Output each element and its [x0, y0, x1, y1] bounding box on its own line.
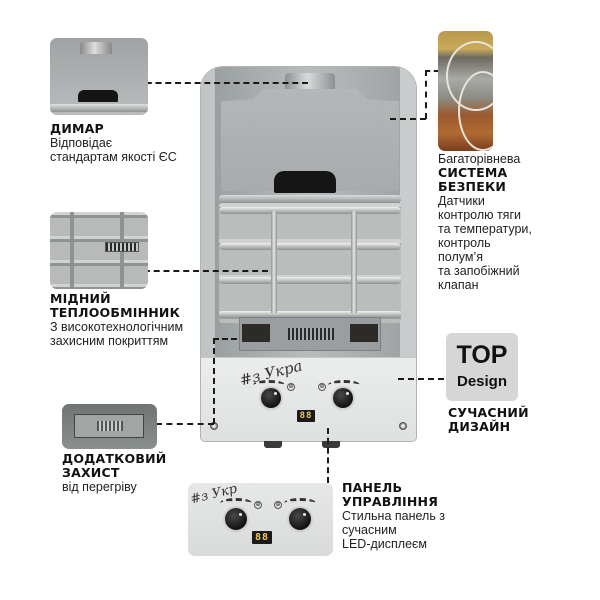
heat-exchanger-title-line: МІДНИЙ — [50, 291, 111, 306]
control-panel-description-line: сучасним — [342, 523, 397, 537]
extra-protection-description-line: від перегріву — [62, 480, 137, 494]
flue-description-line: стандартам якості ЄС — [50, 150, 177, 164]
connector-design — [398, 378, 444, 380]
screw-right-icon — [399, 422, 407, 430]
connector-heat-exchanger — [134, 270, 268, 272]
screw-left-icon — [210, 422, 218, 430]
safety-description-line: Датчики — [438, 194, 485, 208]
design-title-line: СУЧАСНИЙ — [448, 405, 529, 420]
connector-safety-h — [390, 118, 426, 120]
right-knob-indicator-icon: ⊕ — [318, 383, 326, 391]
flue-title: ДИМАР — [50, 121, 104, 136]
connector-flue — [136, 82, 308, 84]
safety-title-line: БЕЗПЕКИ — [438, 179, 507, 194]
control-panel-description-line: LED-дисплеєм — [342, 537, 427, 551]
heat-exchanger-pipe — [219, 243, 401, 250]
safety-title-line: СИСТЕМА — [438, 165, 508, 180]
panel-left-knob-indicator-icon: ⊕ — [254, 501, 262, 509]
heat-exchanger-pipe — [219, 311, 401, 318]
safety-description-line: клапан — [438, 278, 479, 292]
heat-exchanger-feature-label: МІДНИЙ ТЕПЛООБМІННИК З високотехнологічн… — [50, 291, 184, 349]
water-heater-image: #з Укра ⊕ ⊕ 88 — [201, 67, 416, 441]
safety-description-line: та запобіжний — [438, 264, 520, 278]
panel-led-display: 88 — [252, 531, 272, 544]
extra-protection-feature-label: ДОДАТКОВИЙ ЗАХИСТ від перегріву — [62, 451, 167, 495]
burner-cover — [239, 317, 381, 351]
control-panel-feature-label: ПАНЕЛЬ УПРАВЛІННЯ Стильна панель з сучас… — [342, 480, 446, 552]
led-display: 88 — [297, 410, 315, 422]
extra-protection-title-line: ЗАХИСТ — [62, 465, 120, 480]
heater-foot-left — [264, 441, 282, 448]
design-feature-label: СУЧАСНИЙ ДИЗАЙН — [448, 406, 529, 434]
connector-extra-protection-h — [156, 423, 214, 425]
safety-description-line: та температури, — [438, 222, 532, 236]
flue-thumbnail-opening — [78, 90, 118, 102]
heat-exchanger — [219, 203, 401, 323]
panel-right-knob-indicator-icon: ⊕ — [274, 501, 282, 509]
panel-right-knob-scale — [284, 498, 316, 508]
connector-safety-top — [425, 70, 439, 72]
control-panel-thumbnail: #з Укр ⊕ ⊕ 88 — [188, 483, 333, 556]
safety-description-line: контроль — [438, 236, 491, 250]
design-title-line: ДИЗАЙН — [448, 419, 511, 434]
heat-exchanger-pipe — [219, 277, 401, 284]
heater-foot-right — [322, 441, 340, 448]
right-control-knob[interactable] — [333, 388, 353, 408]
safety-feature-label: Багаторівнева СИСТЕМА БЕЗПЕКИ Датчики ко… — [438, 152, 532, 292]
safety-pre-title: Багаторівнева — [438, 152, 521, 166]
top-design-badge-line2: Design — [456, 373, 507, 390]
control-panel-title-line: УПРАВЛІННЯ — [342, 494, 439, 509]
flue-hood-rail — [219, 195, 401, 203]
extra-protection-title-line: ДОДАТКОВИЙ — [62, 451, 167, 466]
burner-grille — [288, 328, 334, 340]
safety-system-thumbnail — [438, 31, 493, 151]
right-knob-scale — [328, 380, 360, 390]
heat-exchanger-description-line: захисним покриттям — [50, 334, 169, 348]
connector-safety-v — [425, 70, 427, 119]
flue-collar — [285, 73, 335, 91]
heat-exchanger-description-line: З високотехнологічним — [50, 320, 184, 334]
extra-protection-thumbnail-cover — [74, 414, 144, 438]
panel-left-knob-scale — [220, 498, 252, 508]
left-control-knob[interactable] — [261, 388, 281, 408]
heater-front-panel: #з Укра ⊕ ⊕ 88 — [201, 357, 416, 441]
flue-feature-label: ДИМАР Відповідає стандартам якості ЄС — [50, 121, 177, 165]
heat-exchanger-thumbnail-grille — [105, 242, 139, 252]
heat-exchanger-bar — [271, 211, 277, 313]
connector-extra-protection-v — [213, 338, 215, 424]
connector-extra-protection-top — [213, 338, 237, 340]
left-knob-scale — [253, 380, 285, 390]
heat-exchanger-pipe — [219, 207, 401, 214]
burner-end-right — [350, 324, 378, 342]
control-panel-title-line: ПАНЕЛЬ — [342, 480, 403, 495]
flue-thumbnail-collar — [80, 42, 112, 54]
left-knob-indicator-icon: ⊕ — [287, 383, 295, 391]
safety-description-line: полум’я — [438, 250, 483, 264]
safety-description-line: контролю тяги — [438, 208, 521, 222]
heat-exchanger-bar — [351, 211, 357, 313]
flue-thumbnail — [50, 38, 148, 115]
control-panel-description-line: Стильна панель з — [342, 509, 446, 523]
top-design-badge-line1: TOP — [456, 341, 508, 369]
heat-exchanger-thumbnail-bar — [70, 212, 74, 289]
flue-description-line: Відповідає — [50, 136, 113, 150]
flue-hood-opening — [274, 171, 336, 193]
top-design-badge: TOP Design — [446, 333, 518, 401]
connector-control-panel — [327, 428, 329, 483]
heat-exchanger-title-line: ТЕПЛООБМІННИК — [50, 305, 180, 320]
flue-thumbnail-rail — [50, 104, 148, 112]
burner-end-left — [242, 324, 270, 342]
panel-right-control-knob — [289, 508, 311, 530]
extra-protection-thumbnail — [62, 404, 157, 449]
extra-protection-thumbnail-grille — [97, 421, 123, 431]
panel-left-control-knob — [225, 508, 247, 530]
heat-exchanger-thumbnail — [50, 212, 148, 289]
